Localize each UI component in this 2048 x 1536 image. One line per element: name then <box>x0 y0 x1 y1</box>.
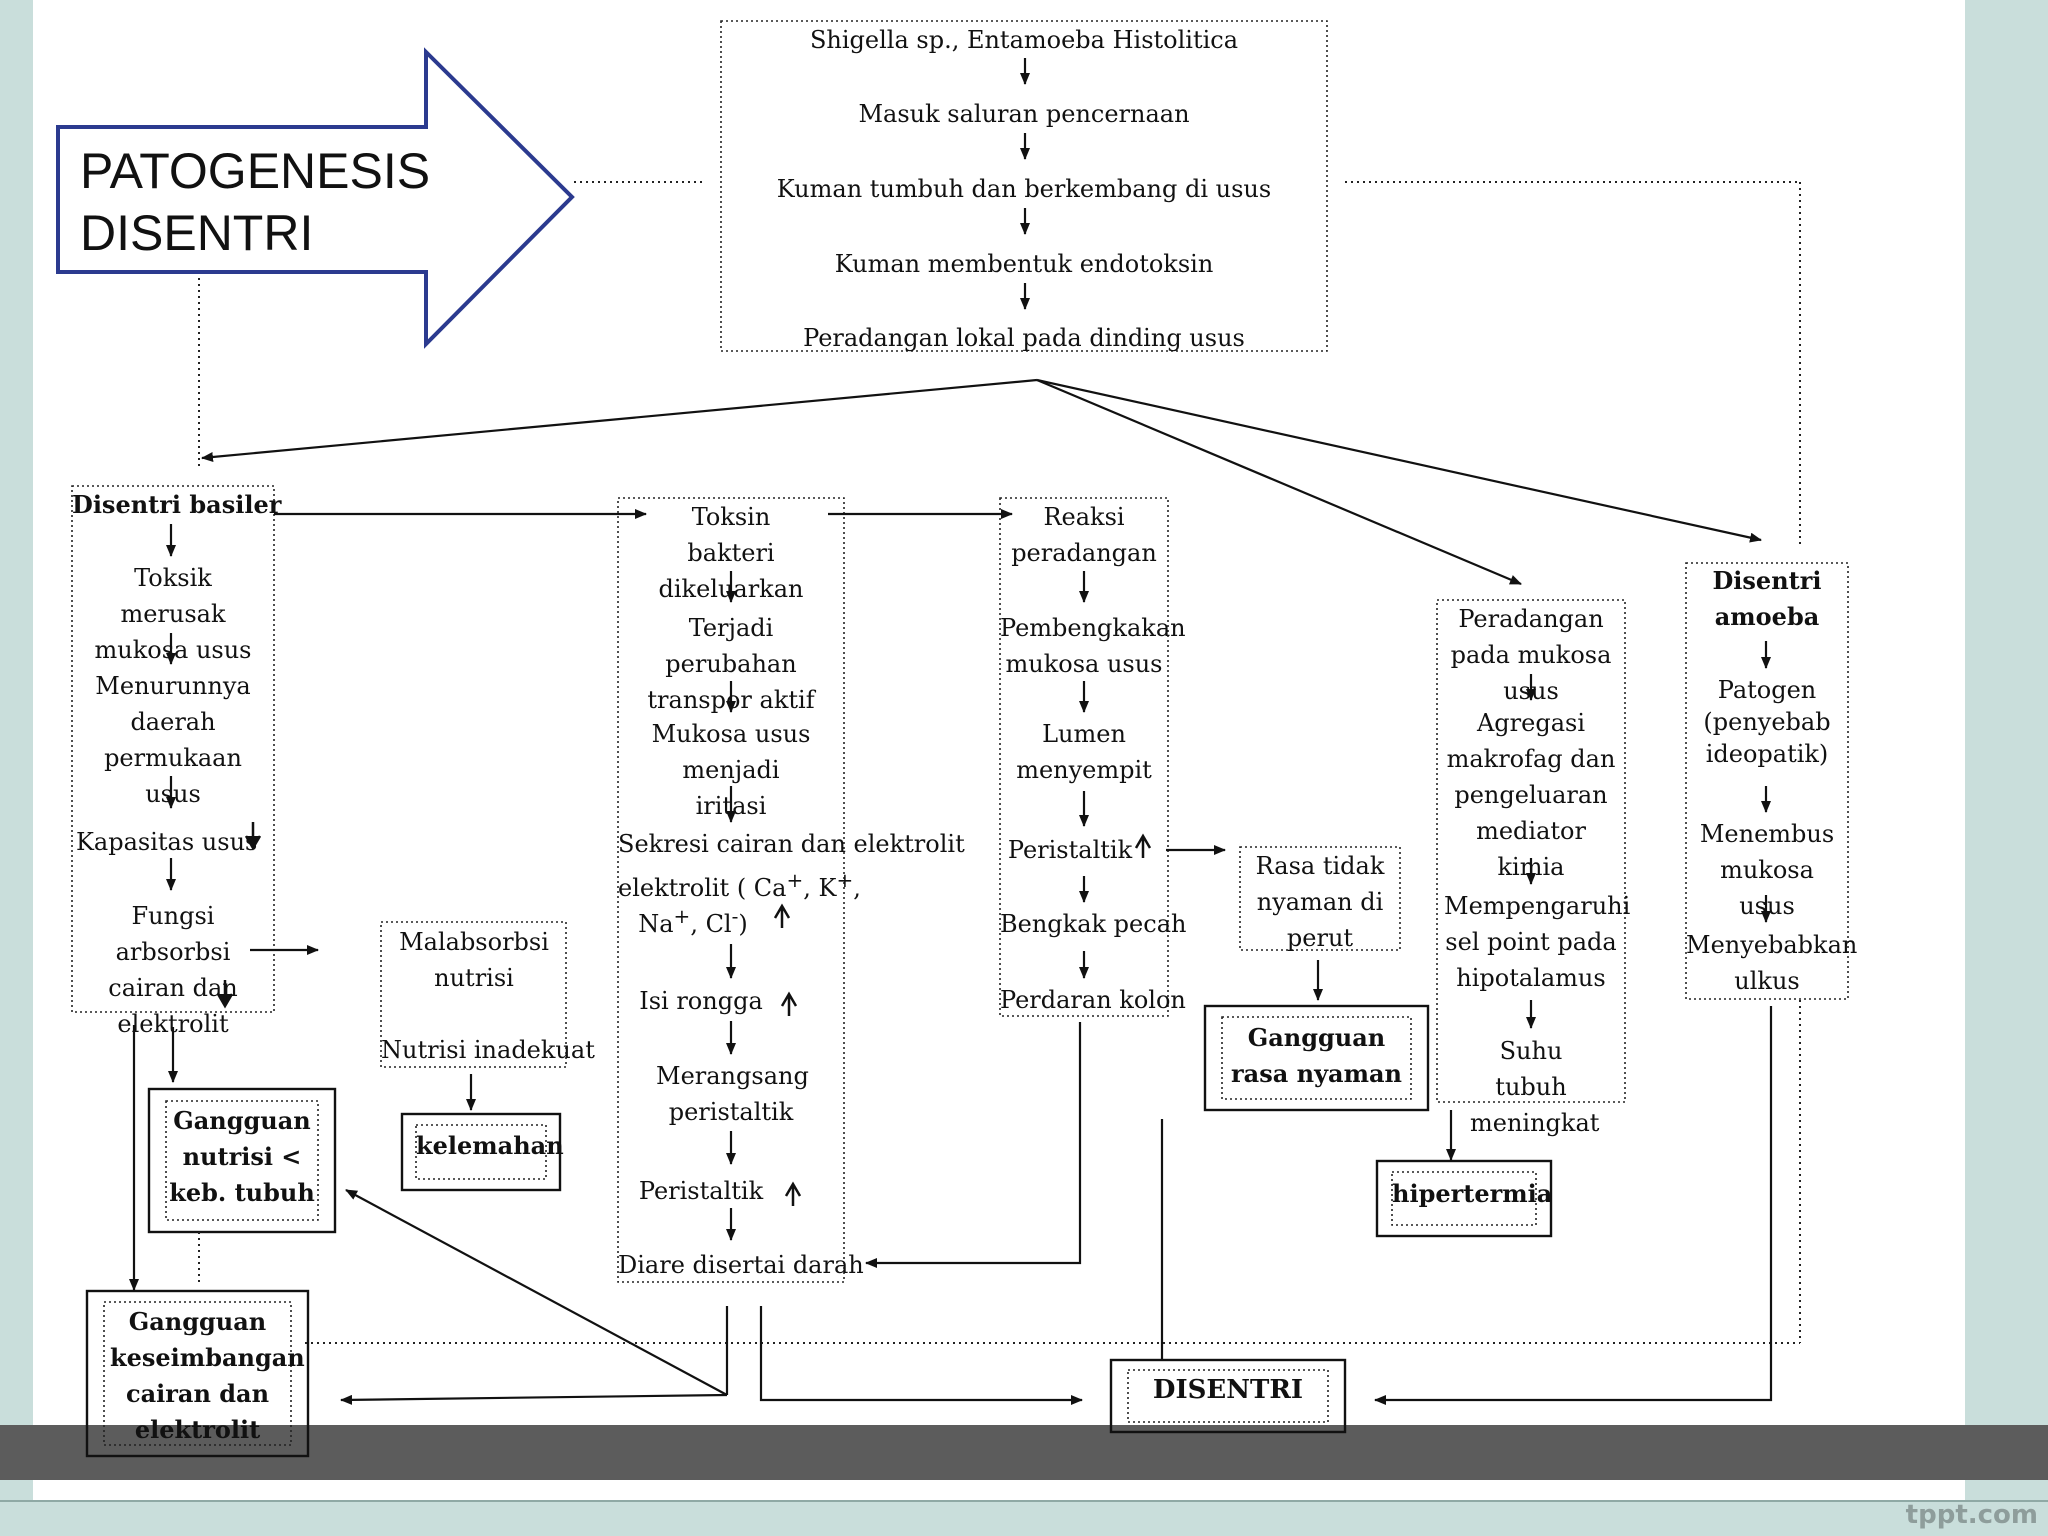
toksin-ion-line: elektrolit ( Ca+, K+, <box>618 868 861 902</box>
nutrisi-outer <box>147 1087 337 1234</box>
reaksi-step-1: Reaksi peradangan <box>1011 503 1157 567</box>
top-step-2: Masuk saluran pencernaan <box>858 100 1190 128</box>
ion-close: ) <box>738 910 748 938</box>
top-step-3: Kuman tumbuh dan berkembang di usus <box>776 175 1272 203</box>
reaksi-step-4: Peristaltik <box>1007 836 1133 864</box>
gangguan-cairan-label: Gangguan keseimbangan cairan dan elektro… <box>110 1307 305 1444</box>
mukosa-step-1: Peradangan pada mukosa usus <box>1450 605 1612 705</box>
title-line-2: DISENTRI <box>80 205 314 261</box>
malabsorbsi-step-2: Nutrisi inadekuat <box>381 1036 595 1064</box>
hipertermia-outer <box>1375 1159 1553 1238</box>
title-line-1: PATOGENESIS <box>80 143 431 199</box>
top-flow-box <box>720 20 1328 352</box>
toksin-step-6: Merangsang peristaltik <box>656 1062 809 1126</box>
hipertermia-label: hipertermia <box>1392 1179 1553 1208</box>
amoeba-box <box>1685 562 1849 1000</box>
ion-cl: , Cl <box>690 910 732 938</box>
reaksi-step-2: Pembengkakan mukosa usus <box>1000 614 1186 678</box>
reaksi-step-6: Perdaran kolon <box>1000 986 1186 1014</box>
malabsorbsi-step-1: Malabsorbsi nutrisi <box>399 928 549 992</box>
footer-bar <box>0 1425 2048 1480</box>
amoeba-header: Disentri amoeba <box>1712 566 1822 631</box>
top-step-5: Peradangan lokal pada dinding usus <box>803 324 1245 352</box>
disentri-inner <box>1127 1369 1329 1423</box>
hipertermia-inner <box>1391 1171 1537 1226</box>
mukosa-step-2: Agregasi makrofag dan pengeluaran mediat… <box>1446 709 1616 881</box>
gangguan-rasa-label: Gangguan rasa nyaman <box>1231 1023 1402 1088</box>
reaksi-box <box>999 497 1169 1017</box>
top-step-1: Shigella sp., Entamoeba Histolitica <box>809 26 1239 54</box>
ion-text-a: elektrolit ( Ca <box>618 874 787 902</box>
kelemahan-inner <box>415 1124 547 1180</box>
basiler-step-4: Fungsi arbsorbsi cairan dan elektrolit <box>108 902 238 1038</box>
ion-text-c: , <box>853 874 861 902</box>
gangguan-rasa-outer <box>1203 1004 1430 1112</box>
toksin-step-5: Isi rongga <box>639 987 763 1015</box>
ion-na: Na <box>638 910 674 938</box>
toksin-ion-line-2: Na+, Cl-) <box>638 904 748 938</box>
basiler-step-3: Kapasitas usus <box>76 828 258 856</box>
basiler-step-1: Toksik merusak mukosa usus <box>94 564 252 664</box>
gangguan-nutrisi-label: Gangguan nutrisi < keb. tubuh <box>169 1106 315 1207</box>
ion-text-b: , K <box>803 874 837 902</box>
kelemahan-outer <box>400 1112 562 1192</box>
basiler-box <box>71 485 275 1013</box>
reaksi-step-5: Bengkak pecah <box>1000 910 1187 938</box>
toksin-step-2: Terjadi perubahan transpor aktif <box>647 614 815 714</box>
gangguan-rasa-inner <box>1221 1016 1412 1100</box>
nutrisi-inner <box>165 1100 319 1221</box>
watermark: tppt.com <box>1905 1500 2038 1530</box>
amoeba-step-2: Menembus mukosa usus <box>1699 820 1835 920</box>
toksin-step-4: Sekresi cairan dan elektrolit <box>618 830 965 858</box>
kelemahan-label: kelemahan <box>416 1131 564 1160</box>
basiler-header: Disentri basiler <box>72 490 282 519</box>
basiler-step-2: Menurunnya daerah permukaan usus <box>95 672 251 808</box>
title-arrow-shape <box>56 47 575 349</box>
cairan-outer <box>85 1289 310 1458</box>
rasa-label: Rasa tidak nyaman di perut <box>1255 852 1385 952</box>
toksin-step-3: Mukosa usus menjadi iritasi <box>651 720 811 820</box>
reaksi-step-3: Lumen menyempit <box>1016 720 1152 784</box>
amoeba-step-1: Patogen (penyebab ideopatik) <box>1703 676 1831 768</box>
toksin-step-7: Peristaltik <box>638 1177 764 1205</box>
page-title: PATOGENESIS DISENTRI <box>80 140 430 264</box>
rasa-box <box>1239 846 1401 951</box>
top-step-4: Kuman membentuk endotoksin <box>834 250 1214 278</box>
amoeba-step-3: Menyebabkan ulkus <box>1686 931 1858 995</box>
mukosa-step-4: Suhu tubuh meningkat <box>1470 1037 1600 1137</box>
mukosa-step-3: Mempengaruhi sel point pada hipotalamus <box>1444 892 1631 992</box>
disentri-outer <box>1109 1358 1347 1434</box>
footer-line <box>0 1500 2048 1502</box>
disentri-label: DISENTRI <box>1152 1375 1304 1405</box>
toksin-step-8: Diare disertai darah <box>618 1251 864 1279</box>
toksin-step-1: Toksin bakteri dikeluarkan <box>658 503 804 603</box>
